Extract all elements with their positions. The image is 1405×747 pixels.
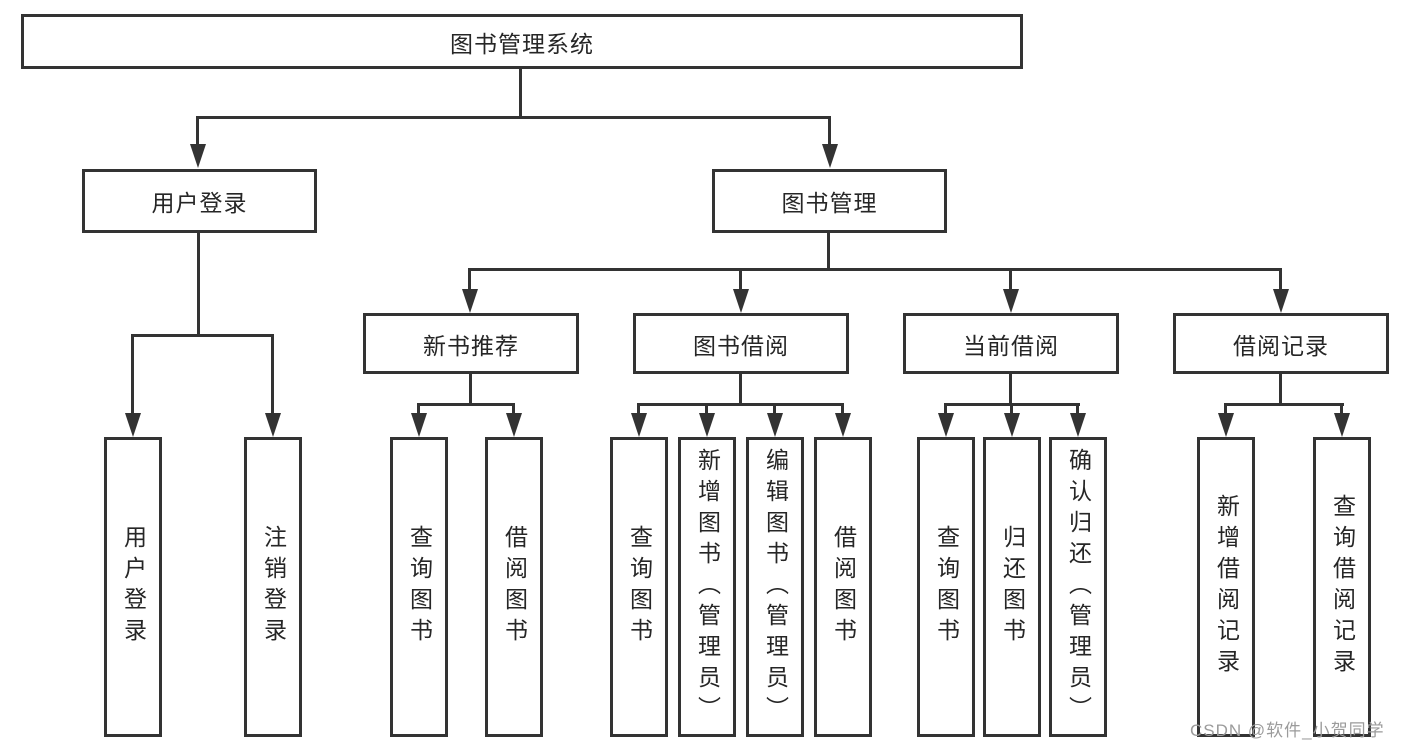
arrowhead-icon	[938, 413, 954, 437]
arrowhead-icon	[462, 289, 478, 313]
connector-line	[197, 233, 200, 337]
arrowhead-icon	[1334, 413, 1350, 437]
connector-line	[841, 403, 844, 415]
connector-line	[637, 403, 640, 415]
node-bb-query-books-label: 查询图书	[626, 525, 653, 649]
arrowhead-icon	[411, 413, 427, 437]
node-root: 图书管理系统	[21, 14, 1023, 69]
node-logout: 注销登录	[244, 437, 302, 737]
node-borrow-records: 借阅记录	[1173, 313, 1389, 374]
connector-line	[417, 403, 515, 406]
node-cb-query-books: 查询图书	[917, 437, 975, 737]
connector-line	[637, 403, 844, 406]
arrowhead-icon	[1070, 413, 1086, 437]
arrowhead-icon	[265, 413, 281, 437]
connector-line	[131, 334, 134, 416]
node-current-borrow: 当前借阅	[903, 313, 1119, 374]
arrowhead-icon	[1273, 289, 1289, 313]
node-login: 用户登录	[104, 437, 162, 737]
arrowhead-icon	[822, 144, 838, 168]
node-logout-label: 注销登录	[260, 525, 287, 649]
node-bb-borrow-books-label: 借阅图书	[830, 525, 857, 649]
connector-line	[944, 403, 947, 415]
connector-line	[131, 334, 274, 337]
arrowhead-icon	[699, 413, 715, 437]
arrowhead-icon	[125, 413, 141, 437]
arrowhead-icon	[835, 413, 851, 437]
node-bb-edit-books: 编辑图书（管理员）	[746, 437, 804, 737]
node-cb-query-books-label: 查询图书	[933, 525, 960, 649]
connector-line	[469, 374, 472, 405]
arrowhead-icon	[767, 413, 783, 437]
connector-line	[1340, 403, 1343, 415]
connector-line	[1224, 403, 1227, 415]
connector-line	[519, 69, 522, 119]
arrowhead-icon	[631, 413, 647, 437]
node-nbr-borrow-books-label: 借阅图书	[501, 525, 528, 649]
node-user-login-branch: 用户登录	[82, 169, 317, 233]
watermark: CSDN @软件_小贺同学	[1190, 721, 1385, 740]
node-book-management: 图书管理	[712, 169, 947, 233]
connector-line	[1076, 403, 1079, 415]
connector-line	[1009, 374, 1012, 405]
node-bb-add-books: 新增图书（管理员）	[678, 437, 736, 737]
connector-line	[271, 334, 274, 416]
node-cb-confirm-return: 确认归还（管理员）	[1049, 437, 1107, 737]
arrowhead-icon	[733, 289, 749, 313]
arrowhead-icon	[190, 144, 206, 168]
node-cb-return-books-label: 归还图书	[999, 525, 1026, 649]
connector-line	[196, 116, 831, 119]
node-new-book-recommend: 新书推荐	[363, 313, 579, 374]
connector-line	[417, 403, 420, 415]
arrowhead-icon	[1218, 413, 1234, 437]
connector-line	[468, 268, 471, 292]
connector-line	[773, 403, 776, 415]
connector-line	[512, 403, 515, 415]
node-cb-return-books: 归还图书	[983, 437, 1041, 737]
node-bb-edit-books-label: 编辑图书（管理员）	[762, 447, 789, 727]
connector-line	[705, 403, 708, 415]
node-cb-confirm-return-label: 确认归还（管理员）	[1065, 447, 1092, 727]
node-nbr-query-books: 查询图书	[390, 437, 448, 737]
connector-line	[468, 268, 1282, 271]
node-book-borrow: 图书借阅	[633, 313, 849, 374]
connector-line	[1279, 268, 1282, 292]
connector-line	[1224, 403, 1344, 406]
arrowhead-icon	[1004, 413, 1020, 437]
connector-line	[1279, 374, 1282, 405]
arrowhead-icon	[506, 413, 522, 437]
connector-line	[739, 268, 742, 292]
connector-line	[1009, 268, 1012, 292]
connector-line	[196, 116, 199, 146]
node-br-add-record: 新增借阅记录	[1197, 437, 1255, 737]
node-bb-add-books-label: 新增图书（管理员）	[694, 447, 721, 727]
connector-line	[827, 233, 830, 271]
node-br-query-record: 查询借阅记录	[1313, 437, 1371, 737]
node-login-label: 用户登录	[120, 525, 147, 649]
node-br-query-record-label: 查询借阅记录	[1329, 494, 1356, 680]
node-bb-borrow-books: 借阅图书	[814, 437, 872, 737]
node-nbr-query-books-label: 查询图书	[406, 525, 433, 649]
node-br-add-record-label: 新增借阅记录	[1213, 494, 1240, 680]
connector-line	[828, 116, 831, 146]
arrowhead-icon	[1003, 289, 1019, 313]
node-bb-query-books: 查询图书	[610, 437, 668, 737]
connector-line	[739, 374, 742, 405]
connector-line	[1010, 403, 1013, 415]
node-nbr-borrow-books: 借阅图书	[485, 437, 543, 737]
